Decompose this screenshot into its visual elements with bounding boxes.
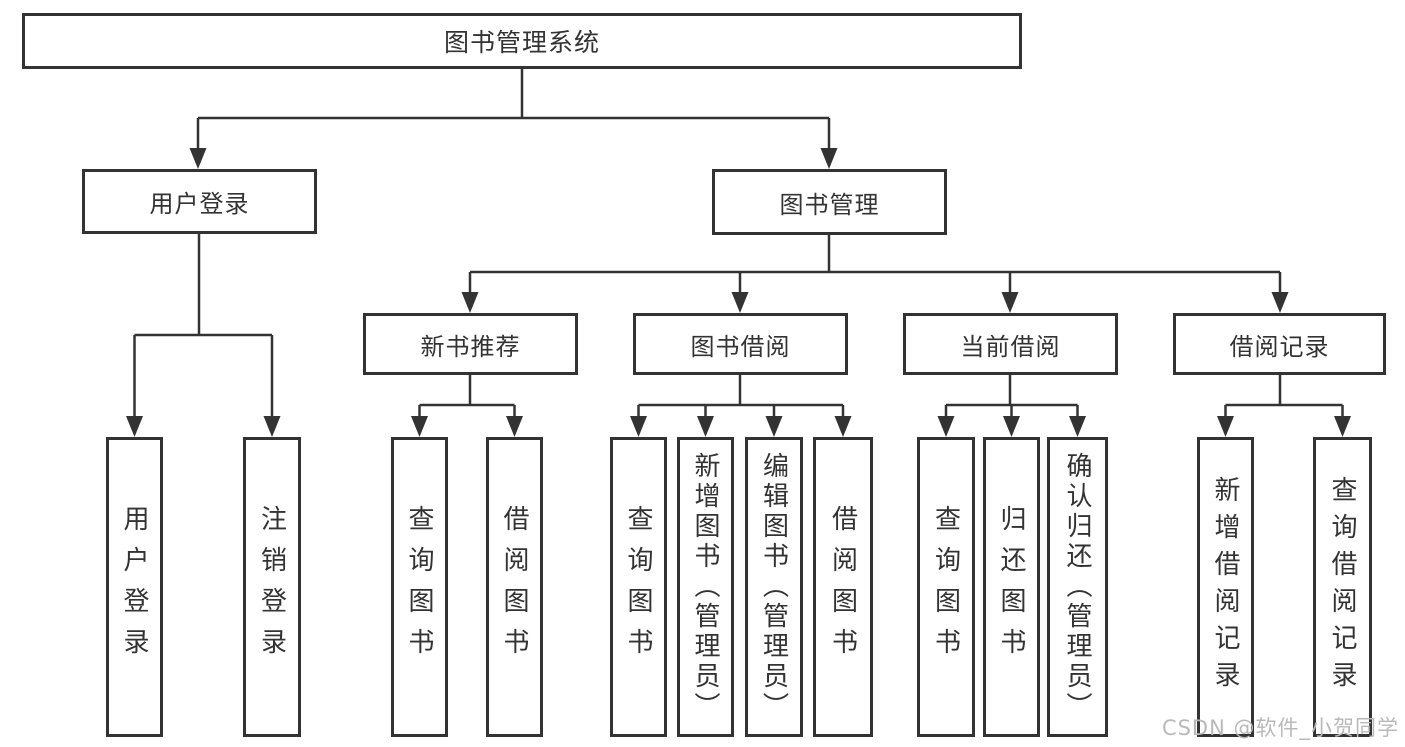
connector-user-login-to-leaves <box>133 234 274 418</box>
arrowhead <box>189 148 207 169</box>
arrowhead <box>937 416 955 437</box>
arrowhead <box>1217 416 1234 437</box>
leaf-user-login: 用户登录 <box>106 437 163 737</box>
leaf-confirm-return-admin-label: 确认归还（管理员） <box>1062 452 1092 722</box>
leaf-add-book-admin-label: 新增图书（管理员） <box>690 452 720 722</box>
arrowhead <box>630 416 647 437</box>
connector-new-book-to-leaves <box>418 375 516 418</box>
arrowhead <box>1069 416 1086 437</box>
arrowhead <box>411 416 428 437</box>
node-borrow-records: 借阅记录 <box>1173 313 1386 375</box>
arrowhead <box>765 416 783 437</box>
leaf-current-query-books: 查询图书 <box>917 437 975 737</box>
leaf-borrow-borrow-books: 借阅图书 <box>813 437 873 737</box>
node-book-management-branch: 图书管理 <box>712 169 947 235</box>
leaf-borrow-borrow-books-label: 借阅图书 <box>827 505 858 669</box>
arrowhead <box>126 416 143 437</box>
leaf-add-book-admin: 新增图书（管理员） <box>677 437 734 737</box>
leaf-user-login-label: 用户登录 <box>119 505 149 669</box>
connector-book-management-to-modules <box>468 235 1282 293</box>
arrowhead <box>820 148 838 169</box>
leaf-borrow-query-books-label: 查询图书 <box>623 505 653 669</box>
leaf-return-books-label: 归还图书 <box>996 505 1026 669</box>
arrowhead <box>1001 292 1019 313</box>
arrowhead <box>461 292 479 313</box>
leaf-edit-book-admin: 编辑图书（管理员） <box>745 437 803 737</box>
leaf-add-borrow-record-label: 新增借阅记录 <box>1210 476 1240 698</box>
connector-root-to-branches <box>196 69 831 150</box>
leaf-add-borrow-record: 新增借阅记录 <box>1197 437 1254 737</box>
node-new-book-recommend: 新书推荐 <box>363 313 578 375</box>
leaf-newbook-query-books-label: 查询图书 <box>404 505 434 669</box>
leaf-query-borrow-record-label: 查询借阅记录 <box>1327 476 1357 698</box>
arrowhead <box>506 416 523 437</box>
connector-current-borrow-to-leaves <box>944 375 1079 418</box>
connector-book-borrow-to-leaves <box>637 375 845 418</box>
leaf-confirm-return-admin: 确认归还（管理员） <box>1047 437 1108 737</box>
leaf-newbook-borrow-books-label: 借阅图书 <box>499 505 529 669</box>
leaf-newbook-query-books: 查询图书 <box>391 437 448 737</box>
node-user-login-branch: 用户登录 <box>82 169 317 234</box>
leaf-newbook-borrow-books: 借阅图书 <box>486 437 543 737</box>
csdn-watermark: CSDN @软件_小贺同学 <box>1161 716 1399 740</box>
node-root-system: 图书管理系统 <box>22 13 1022 69</box>
arrowhead <box>1271 292 1289 313</box>
node-current-borrowing: 当前借阅 <box>903 313 1118 375</box>
node-book-borrowing: 图书借阅 <box>633 313 848 375</box>
arrowhead <box>731 292 749 313</box>
leaf-return-books: 归还图书 <box>983 437 1040 737</box>
arrowhead <box>263 416 281 437</box>
leaf-edit-book-admin-label: 编辑图书（管理员） <box>758 452 789 722</box>
connector-borrow-records-to-leaves <box>1224 375 1344 418</box>
leaf-logout-label: 注销登录 <box>256 505 287 669</box>
leaf-logout: 注销登录 <box>243 437 301 737</box>
leaf-current-query-books-label: 查询图书 <box>930 505 961 669</box>
arrowhead <box>834 416 852 437</box>
arrowhead <box>1334 416 1351 437</box>
arrowhead <box>1003 416 1020 437</box>
leaf-query-borrow-record: 查询借阅记录 <box>1313 437 1372 737</box>
leaf-borrow-query-books: 查询图书 <box>610 437 667 737</box>
arrowhead <box>697 416 714 437</box>
